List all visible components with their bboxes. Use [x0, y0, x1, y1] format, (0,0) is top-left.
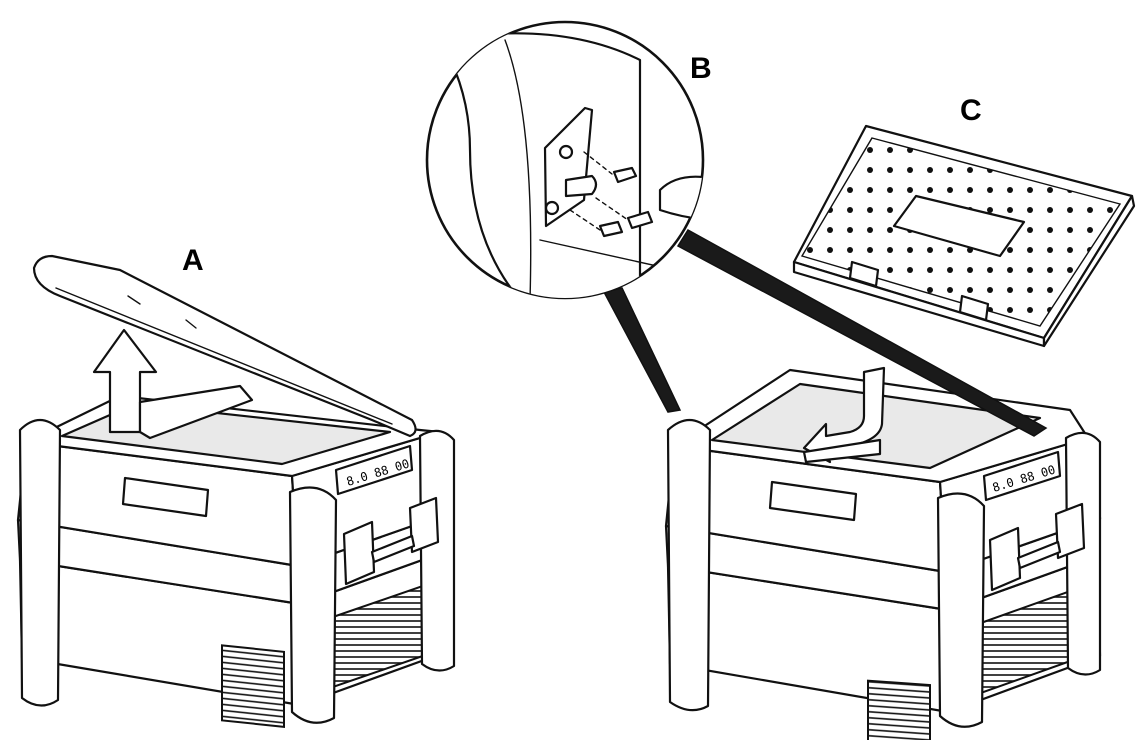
cooler-b-corner-left — [666, 418, 712, 712]
label-b: B — [690, 52, 712, 85]
detail-b-screw-2 — [626, 210, 654, 230]
lid-c — [792, 124, 1136, 348]
cooler-a: 8.0 88 00 — [16, 254, 456, 728]
cooler-a-corner-left — [18, 418, 62, 707]
cooler-b-corner-back — [1064, 431, 1102, 676]
lid-c-hinge-tab-2 — [958, 294, 990, 322]
cooler-a-control-panel — [334, 444, 414, 496]
cooler-a-front-vent — [221, 644, 285, 728]
cooler-a-lid-stay — [138, 384, 254, 440]
callout-wedge-left — [602, 287, 682, 413]
detail-b-screw-3 — [598, 220, 624, 238]
detail-b-hinge-pin — [564, 174, 598, 198]
cooler-b-arrow-base — [802, 438, 882, 464]
detail-b-screw-hole-2 — [544, 200, 560, 216]
detail-b-mount-boss — [658, 175, 703, 222]
lid-c-center-panel — [892, 194, 1026, 258]
detail-b-screw-hole-1 — [558, 144, 574, 160]
callout-wedge-right — [676, 228, 1048, 437]
cooler-a-front-recess — [121, 476, 210, 518]
detail-b-corner-curve — [504, 39, 532, 298]
cooler-a-corner-back — [418, 429, 456, 672]
label-a: A — [182, 244, 204, 277]
cooler-b-control-panel — [982, 450, 1062, 502]
lid-c-hinge-tab-1 — [848, 260, 880, 288]
label-c: C — [960, 94, 982, 127]
cooler-a-lid-edge — [55, 287, 393, 425]
detail-b-cooler-corner — [438, 32, 642, 298]
detail-b-hinge-circle — [425, 20, 705, 300]
detail-b-guide-lines — [569, 151, 629, 231]
cooler-a-lid — [32, 254, 417, 438]
cooler-b-corner-front — [936, 492, 986, 728]
cooler-a-handle-left-bracket — [342, 520, 376, 586]
cooler-a-handle-bar — [370, 534, 416, 564]
lid-c-side-edge — [1042, 194, 1136, 348]
cooler-b-handle-left-bracket — [988, 526, 1022, 592]
detail-b-hinge-plate — [543, 106, 594, 228]
detail-b-screw-1 — [612, 166, 638, 184]
cooler-b-handle-bar — [1016, 540, 1062, 570]
cooler-b-front-vent — [867, 679, 931, 740]
cooler-b-front-recess — [768, 480, 858, 522]
cooler-a-lid-hinges — [127, 295, 197, 329]
cooler-a-corner-front — [288, 486, 338, 724]
